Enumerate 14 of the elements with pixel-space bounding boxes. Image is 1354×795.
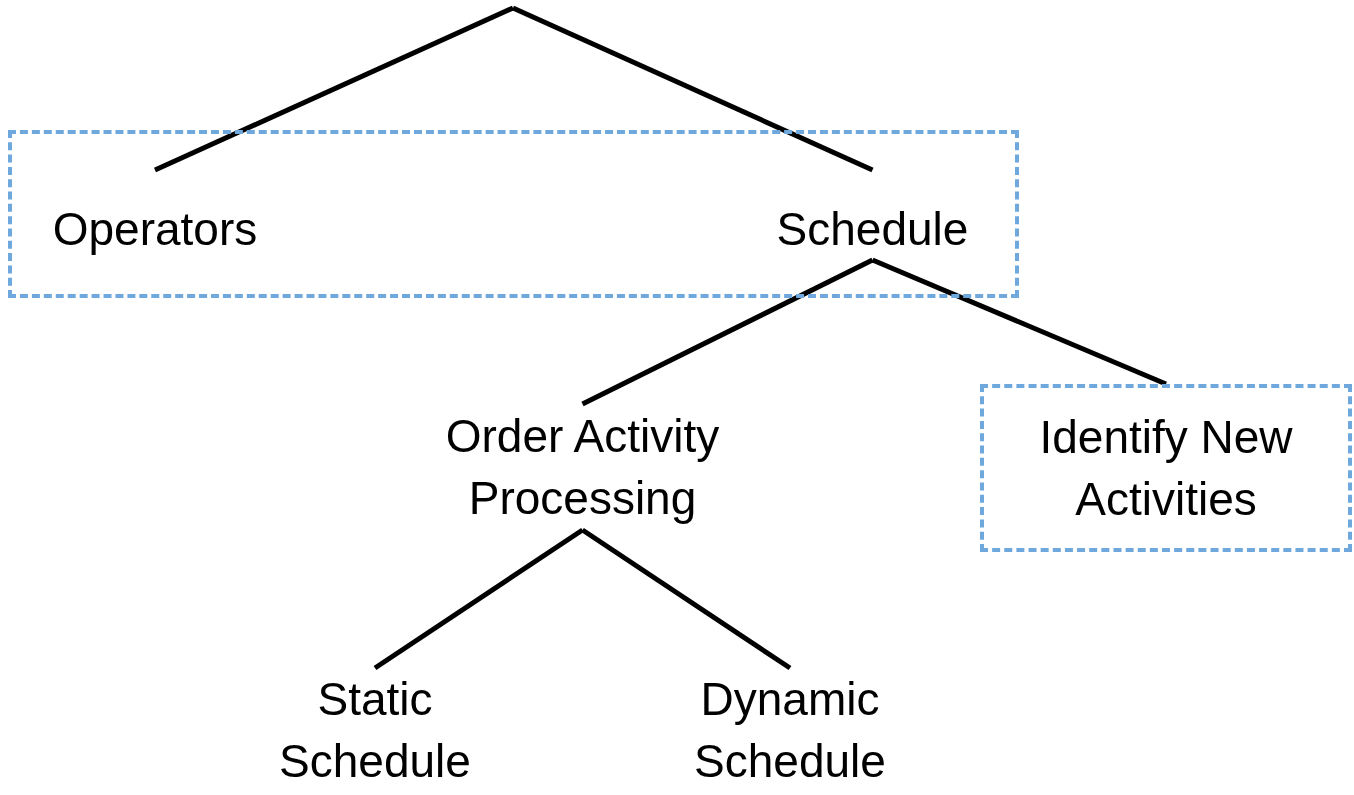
tree-branch-line: [373, 527, 584, 671]
node-label: Static Schedule: [278, 672, 472, 789]
tree-branch-line: [511, 5, 874, 173]
tree-branch-line: [581, 257, 874, 407]
node-label: Operators: [52, 202, 258, 257]
dashed-group-box: [980, 384, 1352, 552]
node-label: Identify New Activities: [1038, 410, 1294, 527]
tree-branch-line: [581, 527, 792, 671]
node-label: Order Activity Processing: [444, 409, 721, 526]
tree-branch-line: [153, 5, 515, 173]
tree-branch-line: [871, 257, 1167, 387]
dashed-group-box: [8, 130, 1019, 298]
node-label: Schedule: [776, 202, 969, 257]
node-label: Dynamic Schedule: [693, 672, 887, 789]
